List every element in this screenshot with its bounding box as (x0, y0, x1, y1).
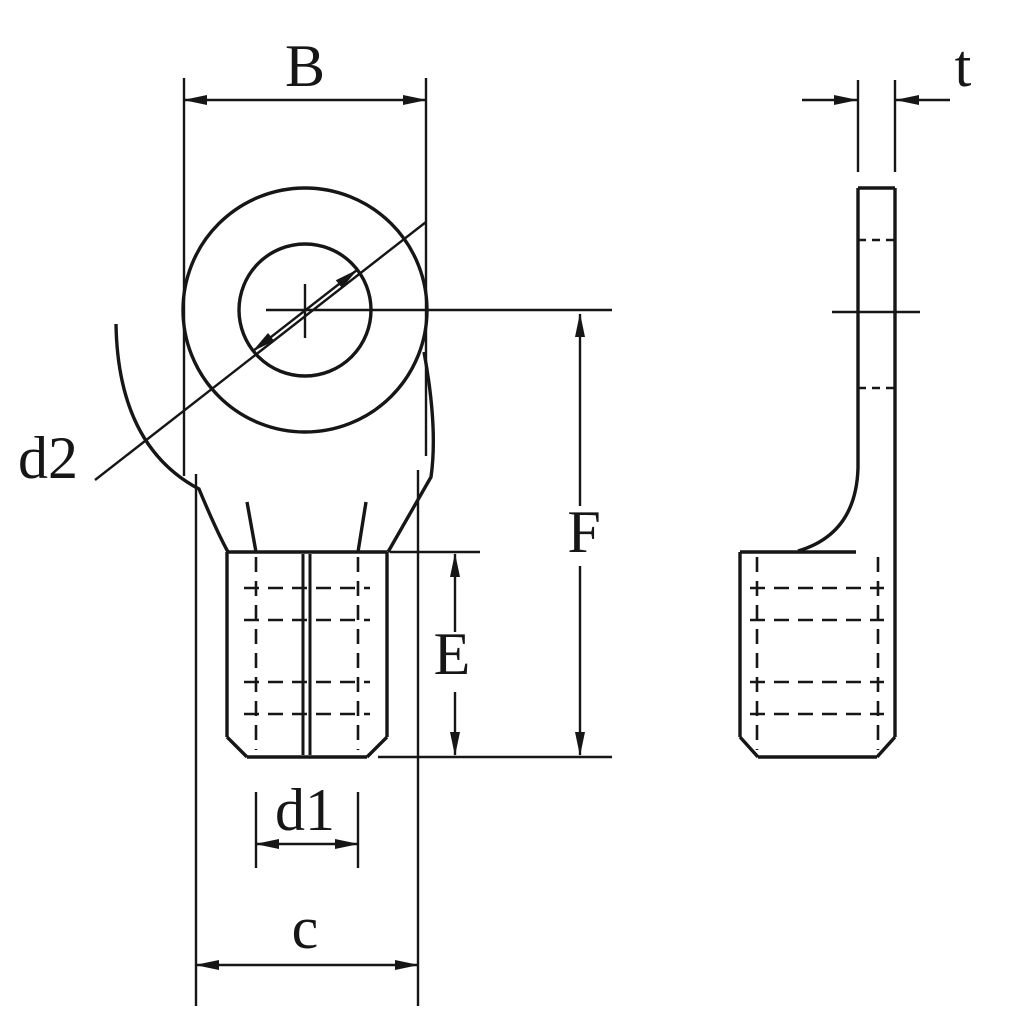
barrel-chamfer-left (225, 735, 249, 759)
front-view (114, 186, 612, 759)
tab-to-barrel-curve (797, 467, 860, 553)
dim-c: c (194, 470, 420, 1006)
dim-F: F (567, 313, 601, 756)
flare-inner-left (245, 501, 258, 553)
dim-E: E (378, 550, 612, 759)
label-d2: d2 (18, 425, 78, 491)
barrel-chamfer-left (738, 735, 760, 759)
dimension-line (252, 269, 358, 352)
barrel-serrations-front (244, 586, 370, 716)
label-F: F (567, 499, 600, 565)
barrel-side (738, 550, 897, 759)
label-B: B (285, 33, 325, 99)
dim-t: t (802, 33, 972, 172)
dim-d1: d1 (254, 777, 360, 868)
barrel-serrations-side (750, 586, 884, 716)
barrel-chamfer-right (365, 735, 389, 759)
palm-left-outline (114, 323, 230, 553)
dim-d2: d2 (18, 221, 427, 491)
barrel-front (225, 550, 389, 759)
dim-B: B (182, 33, 428, 476)
side-view (738, 186, 920, 759)
flare-inner-right (356, 501, 368, 553)
label-E: E (434, 621, 471, 687)
barrel-chamfer-right (875, 735, 897, 759)
label-d1: d1 (275, 777, 335, 843)
label-t: t (955, 33, 972, 99)
dimensions: B c d1 d2 E (18, 33, 972, 1006)
label-c: c (292, 895, 319, 961)
